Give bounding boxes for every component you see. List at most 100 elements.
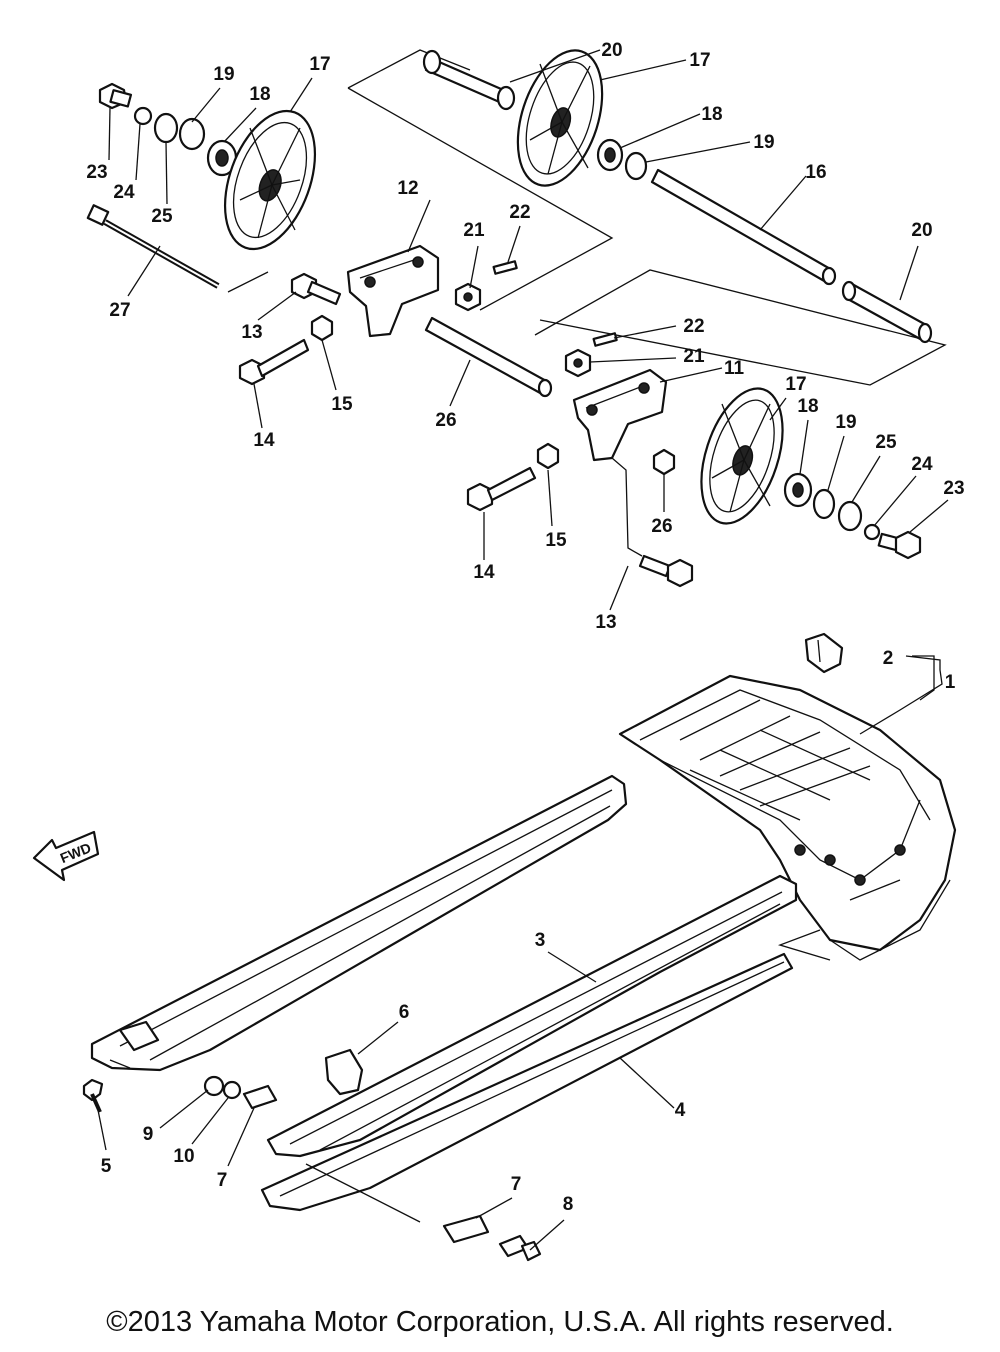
bearing-18-lower — [783, 472, 813, 508]
leader-line-15 — [547, 469, 553, 527]
callout-20: 20 — [601, 40, 622, 61]
leader-line-18 — [223, 107, 257, 143]
leader-line-1 — [912, 655, 935, 701]
callout-18: 18 — [701, 104, 722, 125]
leader-line-3 — [547, 951, 597, 983]
circlip-19-lower — [812, 488, 836, 520]
callout-4: 4 — [675, 1100, 686, 1121]
leader-line-17 — [289, 77, 313, 113]
bolt-13-upper — [290, 272, 342, 306]
leader-line-9 — [159, 1089, 209, 1129]
leader-line-13 — [257, 291, 297, 321]
callout-17: 17 — [689, 50, 710, 71]
leader-line-20 — [899, 245, 919, 301]
leader-line-4 — [619, 1057, 675, 1109]
leader-line-19 — [645, 141, 751, 163]
rail-hardware — [82, 1075, 542, 1262]
leader-line-2 — [859, 655, 943, 735]
callout-9: 9 — [143, 1124, 154, 1145]
leader-line-7 — [475, 1197, 513, 1219]
arm-assembly — [238, 244, 694, 588]
callout-19: 19 — [753, 132, 774, 153]
bolt-13-lower — [638, 554, 694, 588]
callout-15: 15 — [331, 394, 353, 415]
leader-line-20 — [509, 49, 601, 83]
clamp-7-left — [242, 1084, 278, 1110]
leader-line-17 — [769, 397, 787, 421]
arm-12 — [346, 244, 440, 338]
callout-8: 8 — [563, 1194, 574, 1215]
leader-line-25 — [851, 455, 881, 503]
long-bolt-27 — [86, 204, 220, 289]
callout-3: 3 — [535, 930, 546, 951]
bearing-18-top — [596, 138, 624, 172]
leader-line-23 — [108, 107, 111, 161]
pin-22-upper — [492, 260, 518, 275]
leader-line-10 — [191, 1097, 229, 1145]
washer-24-lower — [863, 523, 881, 541]
callout-26: 26 — [435, 410, 456, 431]
callout-leader-lines — [97, 49, 949, 1251]
leader-line-8 — [529, 1219, 565, 1251]
nut-21-lower — [564, 348, 592, 378]
callout-23: 23 — [943, 478, 964, 499]
leader-line-22 — [507, 225, 521, 263]
bolt-23-left — [98, 82, 133, 110]
fwd-arrow-icon: FWD — [32, 830, 100, 882]
wheel-17-left — [223, 109, 317, 251]
leader-line-24 — [873, 475, 917, 527]
leader-line-21 — [469, 245, 479, 289]
nut-9 — [203, 1075, 225, 1097]
callout-7: 7 — [217, 1170, 228, 1191]
leader-line-12 — [407, 199, 431, 253]
arm-11 — [572, 368, 668, 462]
shaft-16 — [650, 168, 837, 286]
callout-2: 2 — [883, 648, 894, 669]
leader-line-19 — [827, 435, 845, 491]
callout-19: 19 — [835, 412, 856, 433]
circlip-19-left — [178, 117, 206, 151]
nut-15-lower — [536, 442, 560, 470]
callout-18: 18 — [249, 84, 270, 105]
callout-18: 18 — [797, 396, 818, 417]
pin-22-lower — [592, 332, 618, 347]
leader-line-19 — [191, 87, 221, 123]
callout-17: 17 — [785, 374, 806, 395]
clamp-7-right — [442, 1214, 490, 1244]
callout-17: 17 — [309, 54, 330, 75]
leader-line-18 — [619, 113, 701, 149]
callout-27: 27 — [109, 300, 130, 321]
wheel-assembly-right — [422, 49, 933, 344]
slide-rail-right — [266, 874, 798, 1158]
leader-line-6 — [357, 1021, 399, 1055]
screw-5 — [82, 1078, 104, 1102]
washer-10 — [222, 1080, 242, 1100]
callout-13: 13 — [241, 322, 262, 343]
bracket-6 — [324, 1048, 364, 1096]
leader-line-7 — [227, 1107, 255, 1167]
leader-line-25 — [165, 141, 168, 205]
leader-line-21 — [589, 357, 677, 363]
leader-line-24 — [135, 123, 141, 181]
spacer-20-top — [422, 49, 516, 111]
callout-7: 7 — [511, 1174, 522, 1195]
leader-line-17 — [599, 59, 687, 81]
wheel-assembly-left — [86, 82, 317, 289]
callout-11: 11 — [724, 358, 745, 379]
leader-line-22 — [613, 325, 677, 339]
callout-5: 5 — [101, 1156, 112, 1177]
leader-line-27 — [127, 245, 161, 297]
wheel-17-lower — [700, 387, 784, 525]
callout-26: 26 — [651, 516, 672, 537]
leader-line-18 — [799, 419, 809, 475]
callout-22: 22 — [683, 316, 704, 337]
callout-24: 24 — [911, 454, 933, 475]
wheel-17-top — [516, 49, 604, 187]
cap-26 — [652, 448, 676, 476]
seal-25-lower — [837, 500, 863, 532]
washer-24-left — [133, 106, 153, 126]
leader-line-5 — [97, 1109, 107, 1151]
